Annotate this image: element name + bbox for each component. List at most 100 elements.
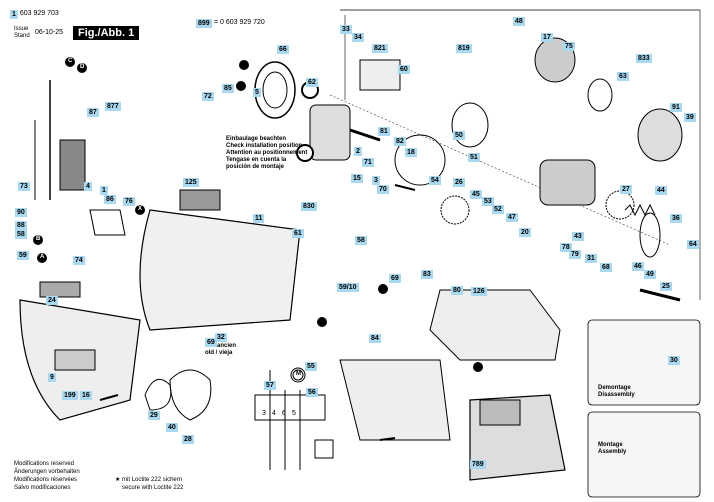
callout-78: 78 [560, 243, 572, 252]
callout-62: 62 [306, 78, 318, 87]
part-number: 0 603 929 703 [14, 10, 59, 17]
callout-46: 46 [632, 262, 644, 271]
clip-40 [169, 369, 212, 421]
callout-60: 60 [398, 65, 410, 74]
callout-88: 88 [15, 221, 27, 230]
callout-44: 44 [655, 186, 667, 195]
callout-789: 789 [470, 460, 486, 469]
callout-68: 68 [600, 263, 612, 272]
callout-29: 29 [148, 411, 160, 420]
callout-17: 17 [541, 33, 553, 42]
install-note-3: Attention au positionnement [226, 150, 308, 156]
callout-39: 39 [684, 113, 696, 122]
symbol-b [33, 235, 43, 245]
wiring-number: 3 [262, 410, 266, 417]
callout-11: 11 [253, 214, 265, 223]
modifications-1: Modifications reserved [14, 461, 75, 467]
callout-1: 1 [10, 10, 18, 19]
callout-1: 1 [100, 186, 108, 195]
callout-45: 45 [470, 190, 482, 199]
old-note-1: alt / ancien [205, 343, 237, 349]
callout-126: 126 [471, 287, 487, 296]
disassembly-inset [587, 319, 701, 406]
callout-90: 90 [15, 208, 27, 217]
callout-83: 83 [421, 270, 433, 279]
callout-85: 85 [222, 84, 234, 93]
callout-58: 58 [355, 236, 367, 245]
callout-53: 53 [482, 197, 494, 206]
symbol-c [65, 57, 75, 67]
symbol-x-text: X [138, 206, 143, 212]
wiring-number: 4 [272, 410, 276, 417]
symbol-c-text: C [68, 58, 73, 64]
callout-71: 71 [362, 158, 374, 167]
callout-28: 28 [182, 435, 194, 444]
callout-52: 52 [492, 205, 504, 214]
clip-29 [144, 378, 172, 411]
callout-84: 84 [369, 334, 381, 343]
assembly-inset [587, 411, 701, 498]
callout-43: 43 [572, 232, 584, 241]
symbol-b-text: B [36, 236, 41, 242]
callout-81: 81 [378, 127, 390, 136]
callout-36: 36 [670, 214, 682, 223]
issue-date: 06-10-25 [35, 29, 64, 36]
old-note-2: old / vieja [205, 350, 233, 356]
callout-61: 61 [292, 229, 304, 238]
issue-label: Issue [14, 26, 29, 32]
callout-2: 2 [354, 147, 362, 156]
callout-51: 51 [468, 153, 480, 162]
install-note-5: posición de montaje [226, 164, 285, 170]
callout-5: 5 [253, 88, 261, 97]
gear-54 [440, 195, 470, 225]
callout-24: 24 [46, 296, 58, 305]
callout-57: 57 [264, 381, 276, 390]
modifications-4: Salvo modificaciones [14, 485, 71, 491]
install-note-2: Check installation position [226, 143, 303, 149]
symbol-d [77, 63, 87, 73]
symbol-a [37, 253, 47, 263]
callout-58: 58 [15, 230, 27, 239]
modifications-2: Änderungen vorbehalten [14, 469, 80, 475]
symbol-m [292, 369, 304, 381]
callout-34: 34 [352, 33, 364, 42]
wiring-diagram [254, 367, 334, 470]
callout-69: 69 [205, 338, 217, 347]
callout-50: 50 [453, 131, 465, 140]
minus-symbol [296, 144, 314, 162]
callout-18: 18 [405, 148, 417, 157]
callout-4: 4 [84, 182, 92, 191]
callout-87: 87 [87, 108, 99, 117]
symbol-m-text: M [296, 371, 301, 377]
loctite-note-2: secure with Loctite 222 [122, 485, 184, 491]
callout-3: 3 [372, 176, 380, 185]
screw-70 [394, 184, 416, 191]
callout-82: 82 [394, 137, 406, 146]
callout-819: 819 [456, 44, 472, 53]
callout-821: 821 [372, 44, 388, 53]
callout-63: 63 [617, 72, 629, 81]
callout-27: 27 [620, 185, 632, 194]
callout-49: 49 [644, 270, 656, 279]
callout-80: 80 [451, 286, 463, 295]
callout-73: 73 [18, 182, 30, 191]
handle-housing [19, 281, 141, 421]
install-note-4: Tengase en cuenta la [226, 157, 287, 163]
disassembly-label-1: Demontage [598, 385, 631, 391]
gear-assembly [359, 37, 683, 258]
collar-part [254, 61, 296, 119]
assembly-label-1: Montage [598, 442, 623, 448]
install-note-1: Einbaulage beachten [226, 136, 287, 142]
motor-housing [139, 189, 301, 331]
callout-26: 26 [453, 178, 465, 187]
disassembly-label-2: Disassembly [598, 392, 635, 398]
symbol-d-text: D [80, 64, 85, 70]
callout-830: 830 [301, 202, 317, 211]
callout-877: 877 [105, 102, 121, 111]
callout-69: 69 [389, 274, 401, 283]
callout-20: 20 [519, 228, 531, 237]
guard-80 [339, 289, 561, 441]
callout-15: 15 [351, 174, 363, 183]
ref-part-label: 899 [196, 19, 212, 28]
